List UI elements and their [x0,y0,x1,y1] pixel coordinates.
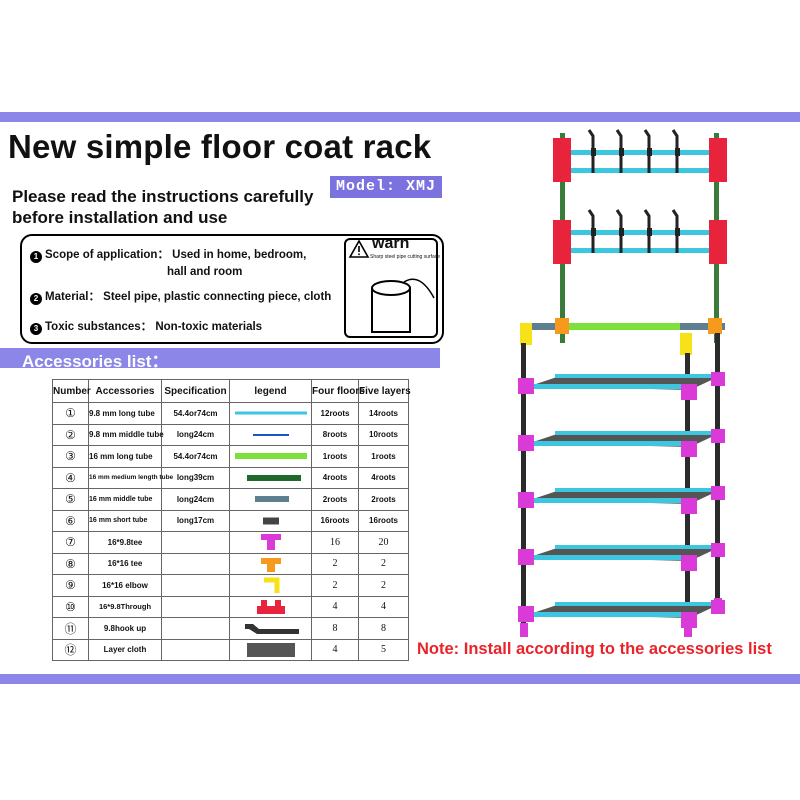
top-banner-bar [0,112,800,122]
green-tube-icon [234,453,307,460]
instructions-subtitle: Please read the instructions carefully b… [12,187,314,227]
accessories-table: Number Accessories Specification legend … [52,379,411,661]
thin-cyan-tube-icon [234,411,307,415]
coat-rack-illustration [518,129,727,637]
header-specification: Specification [161,379,230,403]
info-box [20,234,444,344]
dark-short-tube-icon [262,517,279,525]
dark-green-tube-icon [246,474,301,481]
header-legend: legend [229,379,312,403]
table-row: ⑤ 16 mm middle tube long24cm 2roots 2roo… [52,488,409,511]
table-row: ② 9.8 mm middle tube long24cm 8roots 10r… [52,423,409,446]
red-through-icon [256,599,285,614]
table-header-row: Number Accessories Specification legend … [52,379,411,403]
table-row: ④ 16 mm medium length tube long39cm 4roo… [52,466,409,489]
page-title: New simple floor coat rack [8,128,432,165]
magenta-tee-icon [260,534,281,551]
yellow-elbow-icon [263,577,279,594]
hook-icon [244,624,299,635]
cloth-icon [246,642,295,657]
install-note: Note: Install according to the accessori… [417,640,772,658]
accessories-banner [0,348,440,368]
info-scope-continued: hall and room [167,266,243,278]
table-row: ⑨ 16*16 elbow 2 2 [52,574,409,597]
accessories-title: Accessories list： [22,352,169,371]
table-row: ⑥ 16 mm short tube long17cm 16roots 16ro… [52,509,409,532]
table-row: ⑩ 16*9.8Through 4 4 [52,595,409,618]
table-row: ⑦ 16*9.8tee 16 20 [52,531,409,554]
header-accessories: Accessories [88,379,162,403]
table-row: ① 9.8 mm long tube 54.4or74cm 12roots 14… [52,402,409,425]
model-badge: Model: XMJ [330,176,442,198]
table-row: ⑫ Layer cloth 4 5 [52,638,409,661]
orange-tee-icon [260,557,281,572]
number-marker-icon: 2 [30,293,42,305]
header-five-layers: Five layers [358,379,411,403]
warn-subtext: Sharp steel pipe cutting surface [370,254,441,260]
number-marker-icon: 1 [30,251,42,263]
header-four-floors: Four floors [311,379,365,403]
bottom-banner-bar [0,674,800,684]
table-row: ⑪ 9.8hook up 8 8 [52,617,409,640]
header-number: Number [52,379,91,403]
pipe-cut-icon [371,278,435,333]
slate-tube-icon [254,496,289,503]
warn-box [344,238,438,338]
warn-label: warn [372,235,410,252]
number-marker-icon: 3 [30,323,42,335]
table-row: ③ 16 mm long tube 54.4or74cm 1roots 1roo… [52,445,409,468]
thin-blue-tube-icon [252,433,289,436]
warning-triangle-icon [348,239,370,258]
table-row: ⑧ 16*16 tee 2 2 [52,552,409,575]
